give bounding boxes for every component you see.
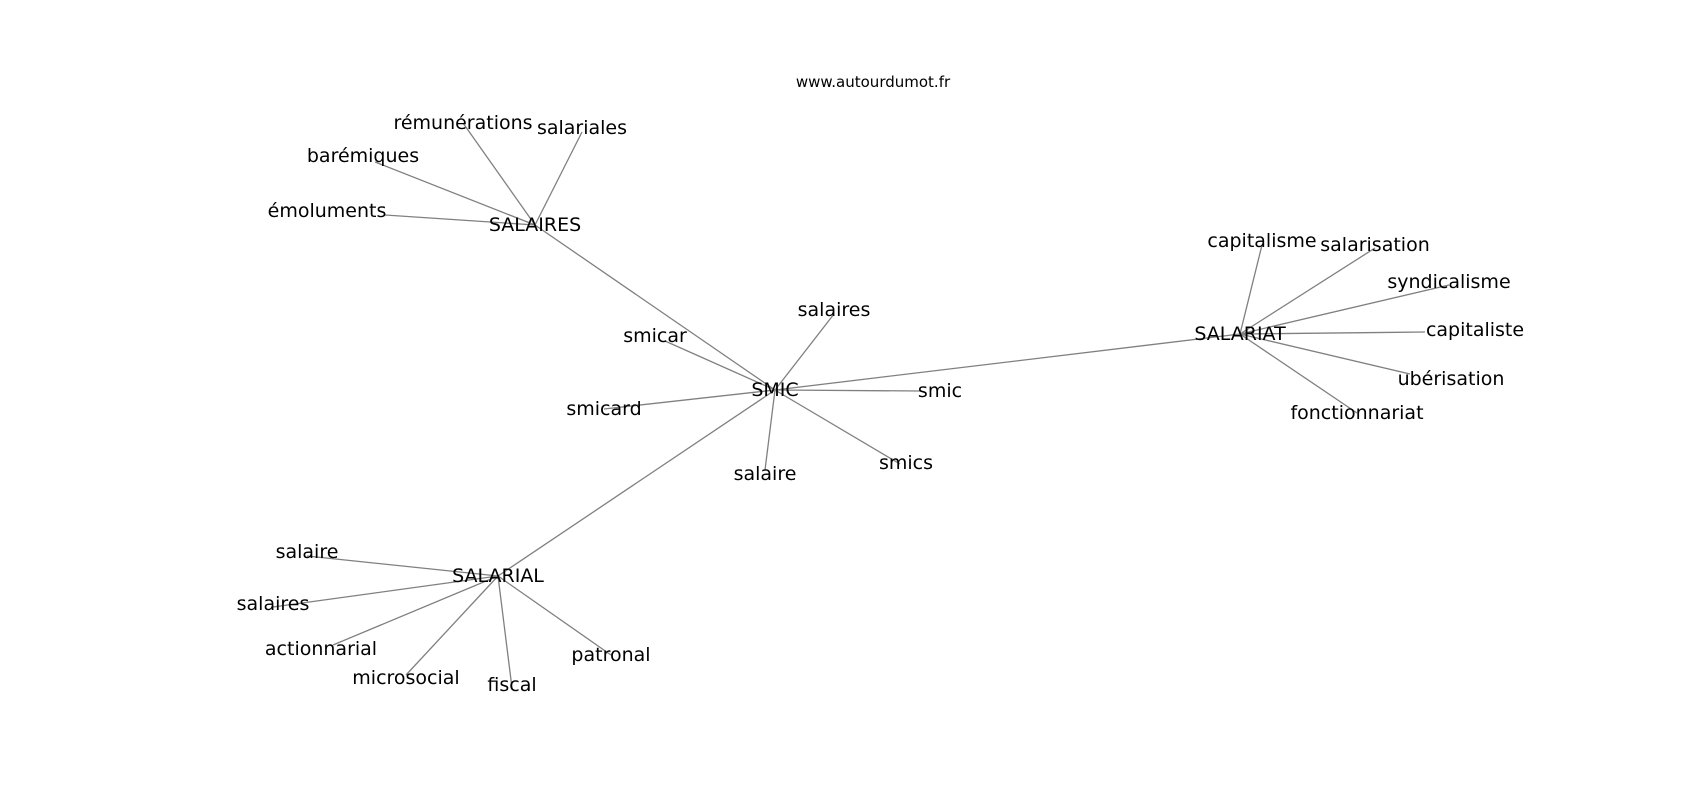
edge-salarial-1 xyxy=(272,575,499,608)
edge-smic-3 xyxy=(774,389,921,392)
node-smic-leaf-0: salaires xyxy=(798,299,871,321)
edge-salariat-0 xyxy=(1239,244,1263,335)
edge-salariat-4 xyxy=(1239,333,1411,375)
node-hub-salariat: SALARIAT xyxy=(1194,323,1286,345)
node-smic-leaf-5: smics xyxy=(879,452,933,474)
edge-smic-2 xyxy=(603,389,776,410)
edge-salaires-3 xyxy=(384,214,536,226)
node-salariat-leaf-5: fonctionnariat xyxy=(1290,402,1423,424)
graph-edges xyxy=(272,122,1450,689)
edge-smic-salaires xyxy=(534,224,776,391)
node-hub-salarial: SALARIAL xyxy=(452,565,544,587)
node-salarial-leaf-3: microsocial xyxy=(352,667,459,689)
edge-salariat-2 xyxy=(1239,284,1450,335)
node-salarial-leaf-0: salaire xyxy=(276,541,339,563)
edge-smic-0 xyxy=(774,313,835,391)
node-salariat-leaf-1: salarisation xyxy=(1320,234,1430,256)
node-salarial-leaf-5: patronal xyxy=(571,644,650,666)
node-smic-leaf-4: salaire xyxy=(734,463,797,485)
edge-salariat-3 xyxy=(1239,331,1426,335)
node-salarial-leaf-4: fiscal xyxy=(487,674,536,696)
edge-salarial-3 xyxy=(405,575,499,676)
edge-salarial-4 xyxy=(497,575,513,689)
node-salariat-leaf-3: capitaliste xyxy=(1426,319,1524,341)
node-smic-leaf-2: smicard xyxy=(566,398,641,420)
edge-salaires-1 xyxy=(534,131,583,226)
edge-smic-1 xyxy=(664,340,776,391)
edge-salariat-5 xyxy=(1239,333,1358,414)
node-salarial-leaf-1: salaires xyxy=(237,593,310,615)
node-smic-leaf-1: smicar xyxy=(623,325,687,347)
node-salaires-leaf-1: salariales xyxy=(537,117,627,139)
edge-smic-4 xyxy=(764,389,776,471)
edge-salaires-0 xyxy=(462,122,536,226)
edge-salarial-2 xyxy=(332,575,499,646)
edge-salarial-5 xyxy=(497,575,612,656)
node-salariat-leaf-2: syndicalisme xyxy=(1387,271,1510,293)
node-salaires-leaf-3: émoluments xyxy=(268,200,387,222)
edge-smic-salarial xyxy=(497,389,776,577)
edge-smic-salariat xyxy=(774,333,1241,391)
node-smic-leaf-3: smic xyxy=(918,380,962,402)
node-salaires-leaf-0: rémunérations xyxy=(393,112,532,134)
edge-salaires-2 xyxy=(374,161,536,226)
edge-smic-5 xyxy=(774,389,901,465)
edge-salarial-0 xyxy=(306,555,499,577)
node-hub-salaires: SALAIRES xyxy=(489,214,581,236)
edge-salariat-1 xyxy=(1239,247,1376,335)
node-salarial-leaf-2: actionnarial xyxy=(265,638,377,660)
node-center-smic: SMIC xyxy=(751,379,798,401)
node-salariat-leaf-0: capitalisme xyxy=(1207,230,1316,252)
source-label: www.autourdumot.fr xyxy=(796,73,951,91)
node-salariat-leaf-4: ubérisation xyxy=(1398,368,1505,390)
node-salaires-leaf-2: barémiques xyxy=(307,145,419,167)
graph-labels: www.autourdumot.fr salaires smicar smicard… xyxy=(237,73,1524,696)
